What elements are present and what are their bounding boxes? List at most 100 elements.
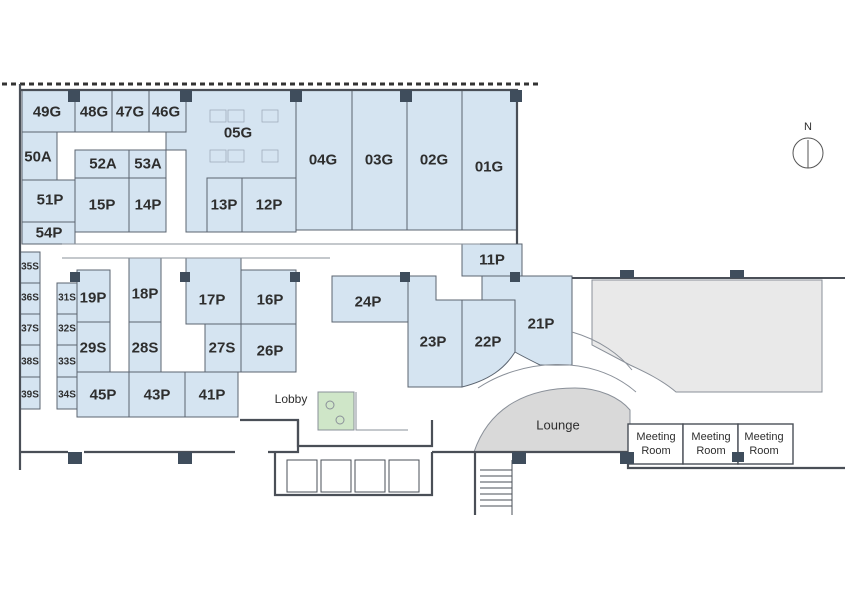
label-36S: 36S (21, 293, 39, 304)
room-24P[interactable] (331, 275, 409, 323)
label-48G: 48G (80, 104, 108, 121)
vestibule-cabinet (354, 459, 386, 493)
label-35S: 35S (21, 262, 39, 273)
label-49G: 49G (33, 104, 61, 121)
room-45P[interactable] (76, 371, 130, 418)
room-27S[interactable] (204, 323, 242, 373)
lobby-planter (317, 391, 355, 431)
room-14P[interactable] (128, 177, 167, 233)
label-38S: 38S (21, 357, 39, 368)
meeting-room-3[interactable] (737, 423, 794, 465)
label-33S: 33S (58, 357, 76, 368)
label-04G: 04G (309, 152, 337, 169)
compass-label: N (804, 121, 812, 133)
label-14P: 14P (135, 197, 162, 214)
label-15P: 15P (89, 197, 116, 214)
label-47G: 47G (116, 104, 144, 121)
vestibule-cabinet (388, 459, 420, 493)
room-43P[interactable] (128, 371, 186, 418)
label-24P: 24P (355, 294, 382, 311)
room-48G[interactable] (74, 89, 113, 133)
room-12P[interactable] (241, 177, 297, 233)
label-18P: 18P (132, 286, 159, 303)
room-04G[interactable] (295, 89, 353, 231)
label-16P: 16P (257, 292, 284, 309)
label-52A: 52A (89, 156, 117, 173)
lobby-walls (296, 420, 434, 448)
label-46G: 46G (152, 104, 180, 121)
label-17P: 17P (199, 292, 226, 309)
room-23P[interactable] (407, 275, 463, 388)
label-lounge: Lounge (536, 418, 579, 433)
meeting-room-2[interactable] (682, 423, 739, 465)
label-19P: 19P (80, 290, 107, 307)
label-41P: 41P (199, 387, 226, 404)
lounge-area[interactable] (473, 387, 631, 453)
label-45P: 45P (90, 387, 117, 404)
south-wall (20, 418, 300, 454)
label-meeting-room-1-line2: Room (641, 445, 670, 457)
label-meeting-room-1-line1: Meeting (636, 431, 675, 443)
label-39S: 39S (21, 390, 39, 401)
vestibule-cabinet (320, 459, 352, 493)
label-12P: 12P (256, 197, 283, 214)
label-11P: 11P (479, 252, 505, 269)
room-15P[interactable] (74, 177, 130, 233)
label-54P: 54P (36, 225, 63, 242)
label-32S: 32S (58, 324, 76, 335)
lounge-arc (477, 364, 637, 393)
label-21P: 21P (528, 316, 555, 333)
east-curve (571, 331, 633, 371)
label-43P: 43P (144, 387, 171, 404)
stairs (480, 460, 513, 515)
label-27S: 27S (209, 340, 236, 357)
corridor-lines (62, 243, 480, 259)
room-18P[interactable] (128, 257, 162, 323)
label-22P: 22P (475, 334, 502, 351)
label-51P: 51P (37, 192, 64, 209)
label-37S: 37S (21, 324, 39, 335)
label-lobby: Lobby (275, 392, 308, 406)
room-16P[interactable] (240, 269, 297, 325)
label-28S: 28S (132, 340, 159, 357)
room-03G[interactable] (351, 89, 408, 231)
label-meeting-room-2-line2: Room (696, 445, 725, 457)
open-courtyard (591, 279, 823, 393)
room-29S[interactable] (76, 321, 111, 373)
room-02G[interactable] (406, 89, 463, 231)
vestibule-cabinet (286, 459, 318, 493)
label-34S: 34S (58, 390, 76, 401)
room-28S[interactable] (128, 321, 162, 373)
room-53A[interactable] (128, 149, 167, 179)
room-19P[interactable] (76, 269, 111, 323)
label-23P: 23P (420, 334, 447, 351)
label-13P: 13P (211, 197, 238, 214)
label-05G: 05G (224, 125, 252, 142)
room-41P[interactable] (184, 371, 239, 418)
label-50A: 50A (24, 149, 52, 166)
room-13P[interactable] (206, 177, 243, 233)
label-meeting-room-3-line2: Room (749, 445, 778, 457)
label-02G: 02G (420, 152, 448, 169)
label-meeting-room-3-line1: Meeting (744, 431, 783, 443)
structural-columns (68, 90, 744, 464)
label-meeting-room-2-line1: Meeting (691, 431, 730, 443)
reception-desk (355, 392, 408, 431)
label-03G: 03G (365, 152, 393, 169)
meeting-room-1[interactable] (627, 423, 684, 465)
room-50A[interactable] (21, 131, 58, 181)
label-29S: 29S (80, 340, 107, 357)
room-54P[interactable] (21, 221, 76, 245)
label-31S: 31S (58, 293, 76, 304)
label-53A: 53A (134, 156, 162, 173)
planter-pot (335, 415, 345, 425)
desk-cluster (209, 109, 279, 163)
room-26P[interactable] (240, 323, 297, 373)
room-11P[interactable] (461, 243, 523, 277)
label-01G: 01G (475, 159, 503, 176)
label-26P: 26P (257, 343, 284, 360)
planter-pot (325, 400, 335, 410)
entrance-vestibule (273, 452, 434, 497)
room-49G[interactable] (21, 89, 76, 133)
